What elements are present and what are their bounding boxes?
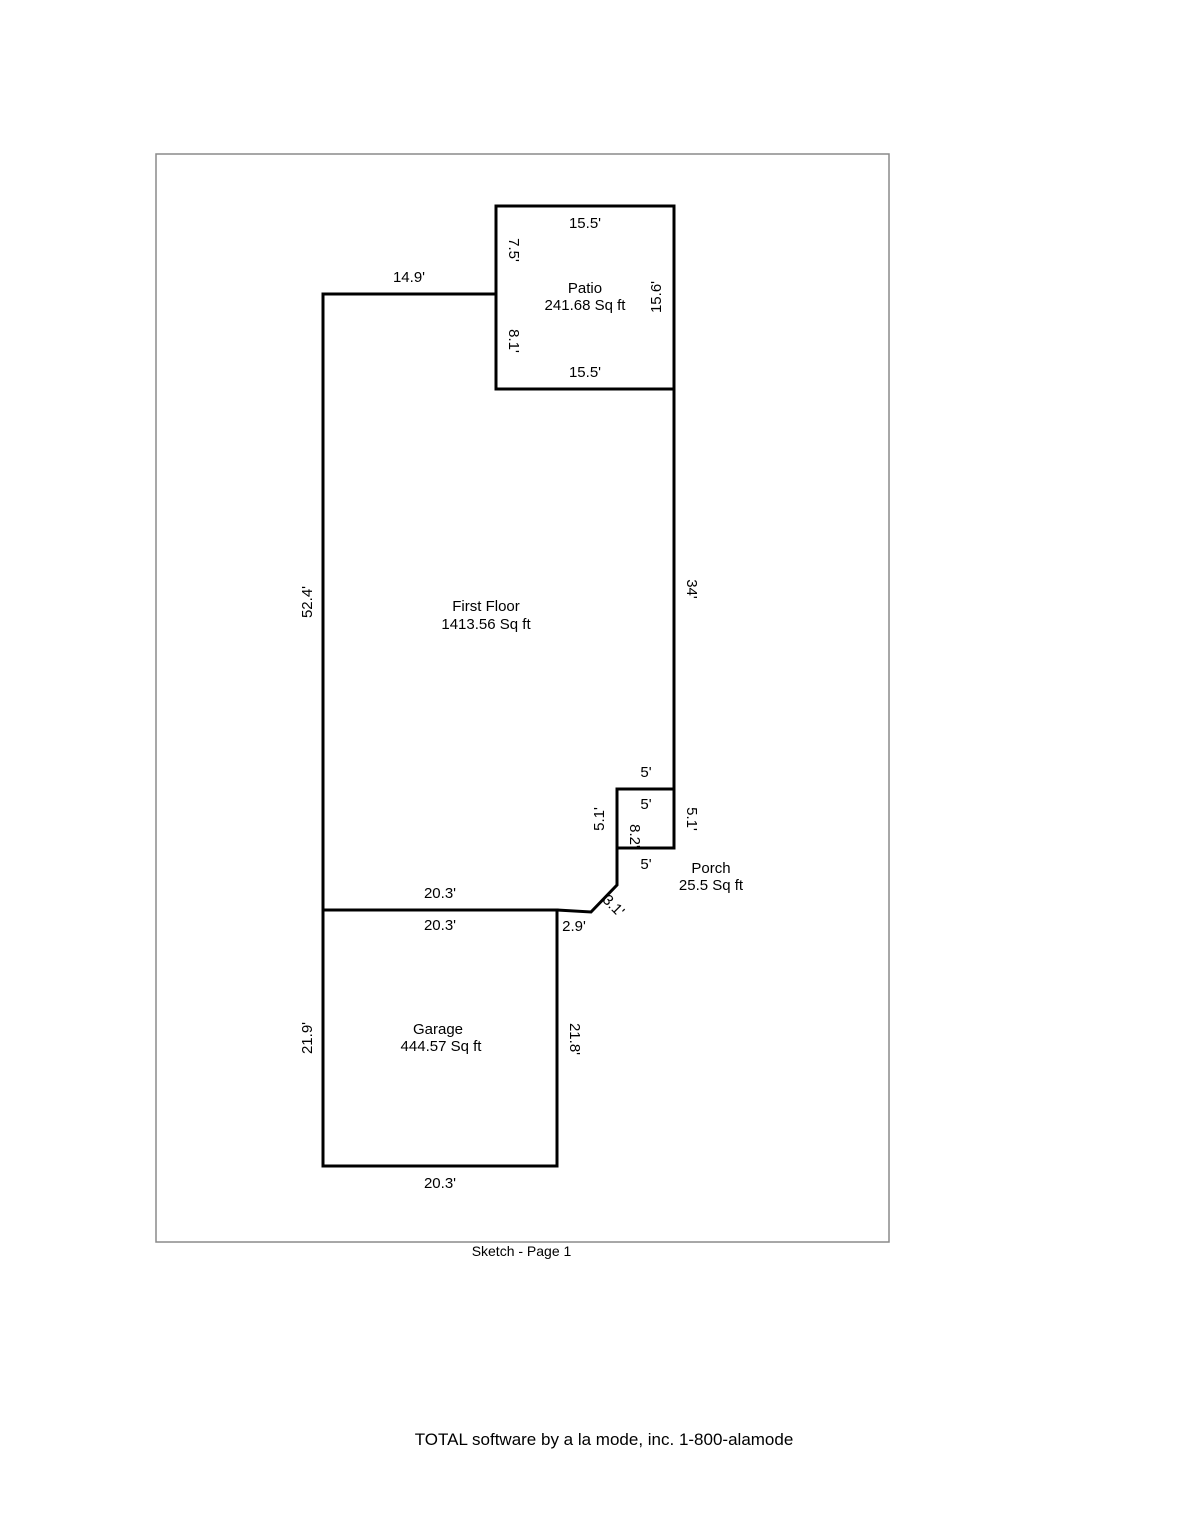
dim-porch-inner-vertical: 8.2': [626, 824, 643, 848]
footer-credit: TOTAL software by a la mode, inc. 1-800-…: [414, 1430, 794, 1449]
dim-garage-left: 21.9': [299, 1022, 316, 1054]
dim-garage-bottom: 20.3': [424, 1175, 456, 1192]
dim-first-floor-bottom: 20.3': [424, 885, 456, 902]
dim-first-floor-left: 52.4': [299, 586, 316, 618]
porch-area: 25.5 Sq ft: [679, 877, 744, 894]
dim-first-floor-right: 34': [683, 579, 700, 599]
patio-name: Patio: [568, 280, 602, 297]
porch-outline: [615, 787, 676, 850]
patio-outline: [494, 204, 676, 391]
garage-area: 444.57 Sq ft: [401, 1038, 483, 1055]
porch-name: Porch: [691, 860, 730, 877]
dim-porch-left: 5.1': [591, 807, 608, 831]
dim-garage-right: 21.8': [566, 1023, 583, 1055]
dim-porch-bottom: 5': [640, 856, 651, 873]
patio-area: 241.68 Sq ft: [545, 297, 627, 314]
first-floor-area: 1413.56 Sq ft: [441, 616, 531, 633]
dim-first-floor-top: 14.9': [393, 269, 425, 286]
dim-patio-top: 15.5': [569, 215, 601, 232]
dim-porch-top-outer: 5': [640, 764, 651, 781]
garage-name: Garage: [413, 1021, 463, 1038]
dim-garage-top: 20.3': [424, 917, 456, 934]
dim-patio-left-lower: 8.1': [505, 329, 522, 353]
dim-porch-right: 5.1': [683, 807, 700, 831]
first-floor-name: First Floor: [452, 598, 520, 615]
dim-diagonal: 3.1': [599, 891, 628, 920]
dim-step: 2.9': [562, 918, 586, 935]
dim-patio-left-upper: 7.5': [505, 238, 522, 262]
page-caption: Sketch - Page 1: [471, 1243, 572, 1259]
dim-patio-bottom: 15.5': [569, 364, 601, 381]
sketch-frame: [155, 153, 890, 1243]
dim-patio-right: 15.6': [648, 281, 665, 313]
dim-porch-top-inner: 5': [640, 796, 651, 813]
garage-outline: [321, 908, 559, 1168]
